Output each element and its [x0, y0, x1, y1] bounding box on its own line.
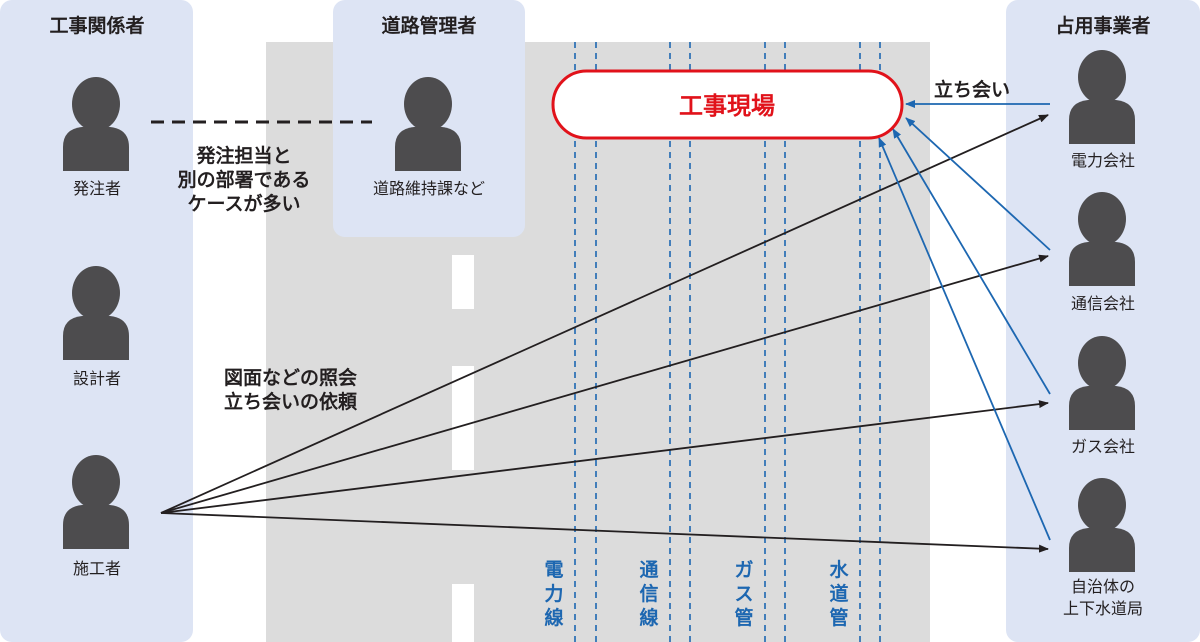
pipeline-label-gas-char: ス — [734, 583, 753, 605]
pipeline-label-water-char: 管 — [829, 606, 848, 629]
person-label-designer: 設計者 — [73, 369, 121, 388]
construction-site-box — [551, 69, 904, 140]
person-label-orderer: 発注者 — [73, 179, 121, 198]
road-lane-marking — [452, 366, 474, 470]
column-title-middle: 道路管理者 — [381, 14, 476, 37]
person-label-road-dept: 道路維持課など — [373, 179, 485, 198]
pipeline-label-water-char: 道 — [829, 582, 848, 605]
pipeline-label-power-char: 力 — [544, 582, 563, 605]
road-lane-marking — [452, 255, 474, 309]
pipeline-label-telecom-char: 線 — [639, 606, 658, 629]
witness-arrow-telecom — [905, 117, 1051, 251]
company-label-gas: ガス会社 — [1071, 437, 1135, 456]
inquiry-note-line: 図面などの照会 — [224, 366, 357, 389]
person-label-constructor: 施工者 — [73, 559, 121, 578]
panel-occupancy-operators — [1006, 0, 1200, 642]
construction-site-label: 工事現場 — [679, 92, 775, 120]
orderer-note-line: 発注担当と — [195, 144, 291, 167]
company-label-municipal: 自治体の — [1071, 577, 1135, 596]
company-label-telecom: 通信会社 — [1071, 294, 1135, 313]
pipeline-label-telecom-char: 信 — [639, 582, 658, 605]
road-lane-marking — [452, 584, 474, 642]
inquiry-note-line: 立ち会いの依頼 — [224, 390, 358, 413]
company-label-power: 電力会社 — [1071, 151, 1135, 170]
pipeline-label-telecom-char: 通 — [639, 559, 659, 581]
column-title-right: 占用事業者 — [1055, 14, 1150, 37]
company-label-water-bureau: 上下水道局 — [1063, 599, 1143, 618]
column-title-left: 工事関係者 — [49, 14, 144, 37]
inquiry-arrow-power — [160, 114, 1049, 514]
orderer-note-line: 別の部署である — [178, 168, 311, 191]
pipeline-label-gas-char: ガ — [734, 559, 753, 581]
pipeline-label-power-char: 線 — [544, 606, 563, 629]
inquiry-arrow-telecom — [160, 254, 1049, 514]
witness-arrow-water — [878, 137, 1051, 541]
orderer-note-line: ケースが多い — [187, 192, 300, 215]
pipeline-label-water-char: 水 — [829, 559, 849, 581]
pipeline-label-gas-char: 管 — [734, 606, 753, 629]
inquiry-arrow-gas — [160, 400, 1049, 514]
witness-arrow-gas — [892, 128, 1051, 395]
witness-label: 立ち会い — [934, 78, 1010, 101]
pipeline-label-power-char: 電 — [544, 559, 563, 581]
inquiry-arrow-water — [160, 512, 1049, 553]
